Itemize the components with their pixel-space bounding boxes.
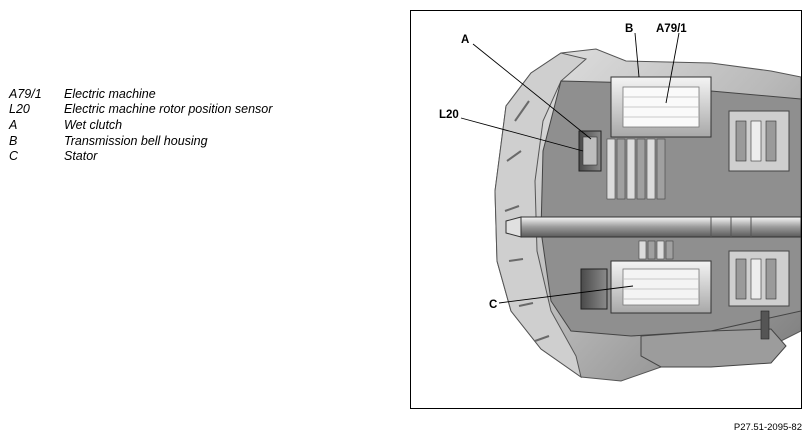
- legend-code: A79/1: [9, 86, 42, 101]
- legend-row-l20: L20 Electric machine rotor position sens…: [9, 102, 272, 118]
- lower-clutch-plates: [638, 240, 674, 260]
- housing-flange: [494, 52, 588, 379]
- planetary-gearset: [728, 110, 790, 307]
- callout-c: C: [489, 299, 497, 311]
- callout-b: B: [625, 23, 633, 35]
- callout-leader-lines: [460, 32, 680, 304]
- legend-row-b: B Transmission bell housing: [9, 133, 272, 149]
- wet-clutch-plates: [606, 138, 666, 200]
- leader-c: [498, 285, 634, 304]
- leader-b: [634, 32, 640, 78]
- legend-row-a79-1: A79/1 Electric machine: [9, 86, 272, 102]
- legend: A79/1 Electric machine L20 Electric mach…: [9, 86, 272, 164]
- legend-code: A: [9, 117, 18, 132]
- leader-a79-1: [665, 32, 680, 104]
- sump-valve-body: [640, 328, 787, 368]
- legend-code: B: [9, 133, 18, 148]
- legend-code: L20: [9, 102, 30, 117]
- main-shaft: [520, 216, 801, 238]
- legend-description: Wet clutch: [64, 117, 123, 132]
- legend-description: Transmission bell housing: [64, 133, 208, 148]
- legend-description: Electric machine rotor position sensor: [64, 102, 273, 117]
- figure-reference-number: P27.51-2095-82: [733, 422, 802, 433]
- legend-code: C: [9, 149, 19, 164]
- legend-row-a: A Wet clutch: [9, 117, 272, 133]
- transmission-cutaway-illustration: A B A79/1 L20 C: [439, 23, 801, 382]
- leader-l20: [460, 117, 584, 152]
- callout-l20: L20: [439, 109, 459, 121]
- legend-description: Stator: [64, 149, 98, 164]
- callout-a79-1: A79/1: [656, 23, 687, 35]
- transmission-cutaway-figure: A B A79/1 L20 C: [410, 10, 802, 409]
- leader-a: [472, 43, 592, 140]
- legend-description: Electric machine: [64, 86, 156, 101]
- callout-a: A: [461, 34, 469, 46]
- legend-row-c: C Stator: [9, 148, 272, 164]
